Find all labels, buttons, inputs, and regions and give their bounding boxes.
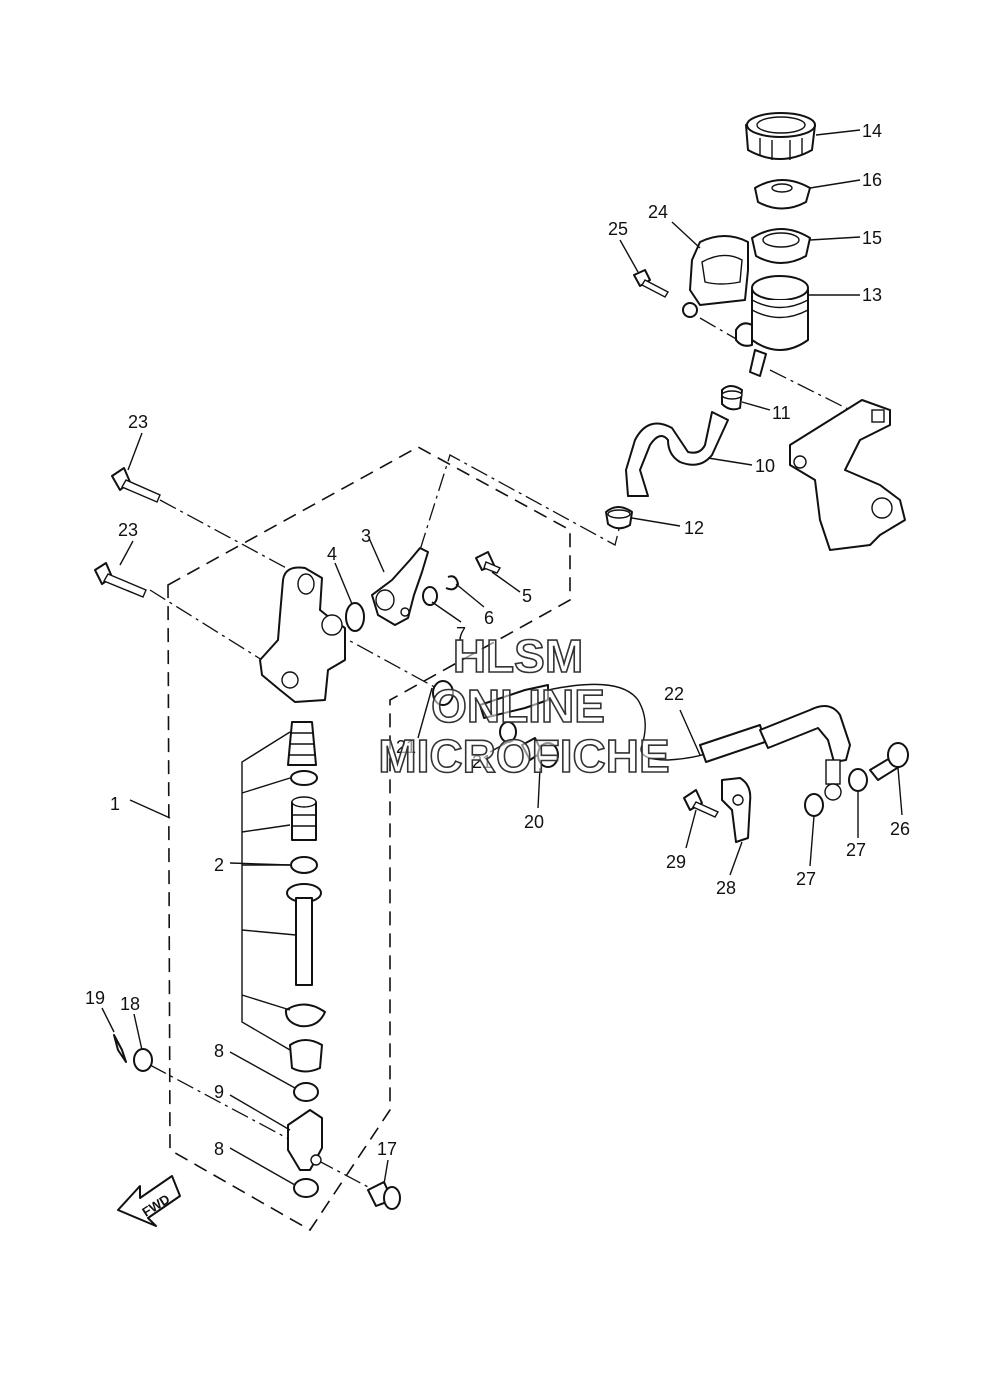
circlip [445,575,459,591]
callout-13: 13 [862,285,882,305]
callout-14: 14 [862,121,882,141]
callout-23-lower: 23 [118,520,138,540]
nut-upper [293,1082,319,1102]
hose-clip-upper [721,385,743,411]
callout-27-right: 27 [846,840,866,860]
reservoir-tank [735,275,809,377]
callout-5: 5 [522,586,532,606]
clamp-bolt [683,789,720,818]
mounting-bracket [789,399,906,551]
callout-17: 17 [377,1139,397,1159]
watermark-line-3: MICROFICHE [378,730,669,782]
diaphragm [751,228,811,264]
piston-kit [284,721,326,1073]
diaphragm-plate [754,179,811,210]
callout-22: 22 [664,684,684,704]
callout-11: 11 [772,403,791,423]
bracket-line-2 [241,731,297,1051]
callout-26: 26 [890,819,910,839]
reservoir-cap [745,112,816,160]
washer-21-upper [432,680,454,706]
nut-lower [293,1178,319,1198]
o-ring [345,602,365,632]
callout-8-upper: 8 [214,1041,224,1061]
callout-9: 9 [214,1082,224,1102]
hose-joint [371,547,429,626]
clevis-pin [367,1181,401,1210]
watermark-line-1: HLSM [453,630,583,682]
callout-19: 19 [85,988,105,1008]
screw [475,551,502,574]
callout-21-upper: 21 [396,737,416,757]
callout-18: 18 [120,994,140,1014]
callout-23-upper: 23 [128,412,148,432]
washer-18 [133,1048,153,1072]
mounting-bolt-lower [94,562,147,598]
callout-28: 28 [716,878,736,898]
callout-25: 25 [608,219,628,239]
clevis [287,1109,323,1171]
reservoir-cover [682,235,749,318]
cotter-pin [113,1034,127,1063]
reservoir-hose [625,411,729,497]
callout-21-lower: 21 [472,752,492,772]
watermark: HLSM ONLINE MICROFICHE [378,629,671,783]
brake-hose [479,683,851,801]
callout-16: 16 [862,170,882,190]
washer-7 [422,586,438,606]
callout-6: 6 [484,608,494,628]
callout-27-left: 27 [796,869,816,889]
master-cylinder-body [259,566,346,703]
callout-1: 1 [110,794,120,814]
mounting-bolt-upper [111,467,161,503]
callout-12: 12 [684,518,704,538]
callout-3: 3 [361,526,371,546]
callout-2: 2 [214,855,224,875]
callout-4: 4 [327,544,337,564]
callout-8-lower: 8 [214,1139,224,1159]
callout-20: 20 [524,812,544,832]
hose-clip-lower [605,506,633,530]
caliper-union-bolt [869,742,909,781]
washer-27-left [804,793,824,817]
callout-24: 24 [648,202,668,222]
watermark-line-2: ONLINE [431,680,605,732]
reservoir-bolt [633,269,669,298]
assembly-boundary [167,446,571,1232]
callout-29: 29 [666,852,686,872]
union-bolt [521,737,559,768]
callout-labels: 14 16 15 13 24 25 11 10 12 23 23 4 3 5 6… [85,121,910,1159]
washer-27-right [848,768,868,792]
callout-10: 10 [755,456,775,476]
leader-lines [101,129,903,1186]
callout-15: 15 [862,228,882,248]
callout-7: 7 [456,624,466,644]
fwd-arrow: FWD [117,1175,181,1227]
hose-clamp [721,777,752,843]
